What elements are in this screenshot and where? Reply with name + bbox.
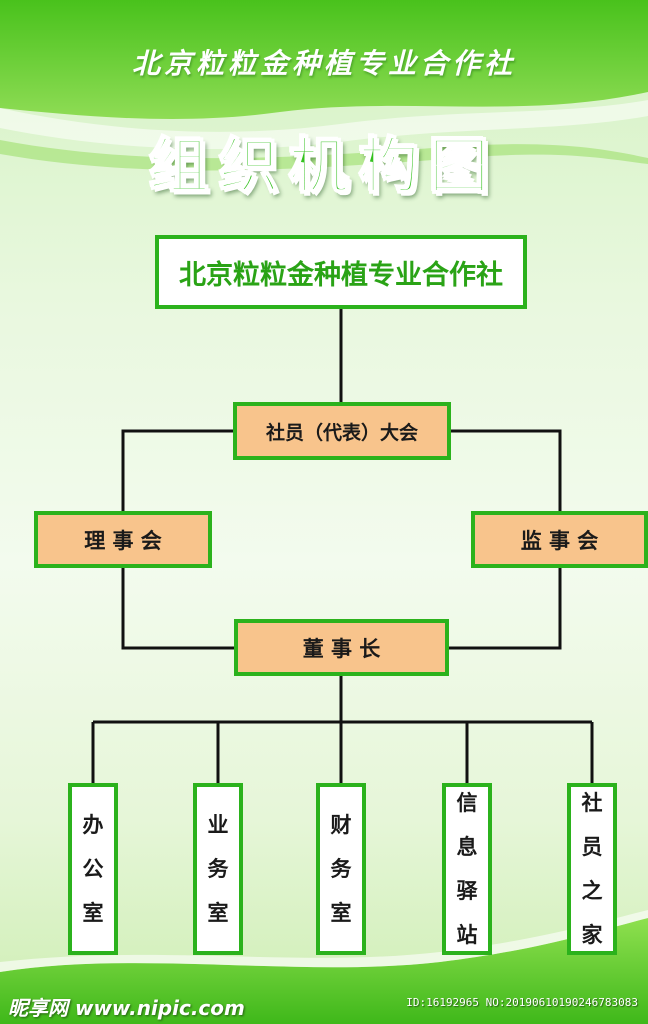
page-title: 组织机构图 [148,131,499,203]
department-label: 信息驿站 [456,791,478,947]
department-label: 业务室 [207,813,229,925]
org-department-node: 办公室 [68,783,118,955]
connector-board-chairman [121,566,236,650]
org-department-node: 财务室 [316,783,366,955]
watermark-id: ID:16192965 NO:20190610190246783083 [406,996,638,1009]
department-label: 财务室 [330,813,352,925]
org-department-node: 社员之家 [567,783,617,955]
connector-supervisory-chairman [447,566,562,650]
connector-assembly-supervisory [449,429,562,513]
org-board-node: 理 事 会 [34,511,212,568]
org-chairman-node: 董 事 长 [234,619,449,676]
org-department-node: 业务室 [193,783,243,955]
watermark-site: 昵享网 www.nipic.com [8,996,245,1020]
department-label: 社员之家 [581,791,603,947]
connector-assembly-board [121,429,235,513]
department-label: 办公室 [82,813,104,925]
org-root-node: 北京粒粒金种植专业合作社 [155,235,527,309]
org-assembly-node: 社员（代表）大会 [233,402,451,460]
subtitle: 北京粒粒金种植专业合作社 [131,47,516,80]
org-supervisory-node: 监 事 会 [471,511,648,568]
org-department-node: 信息驿站 [442,783,492,955]
